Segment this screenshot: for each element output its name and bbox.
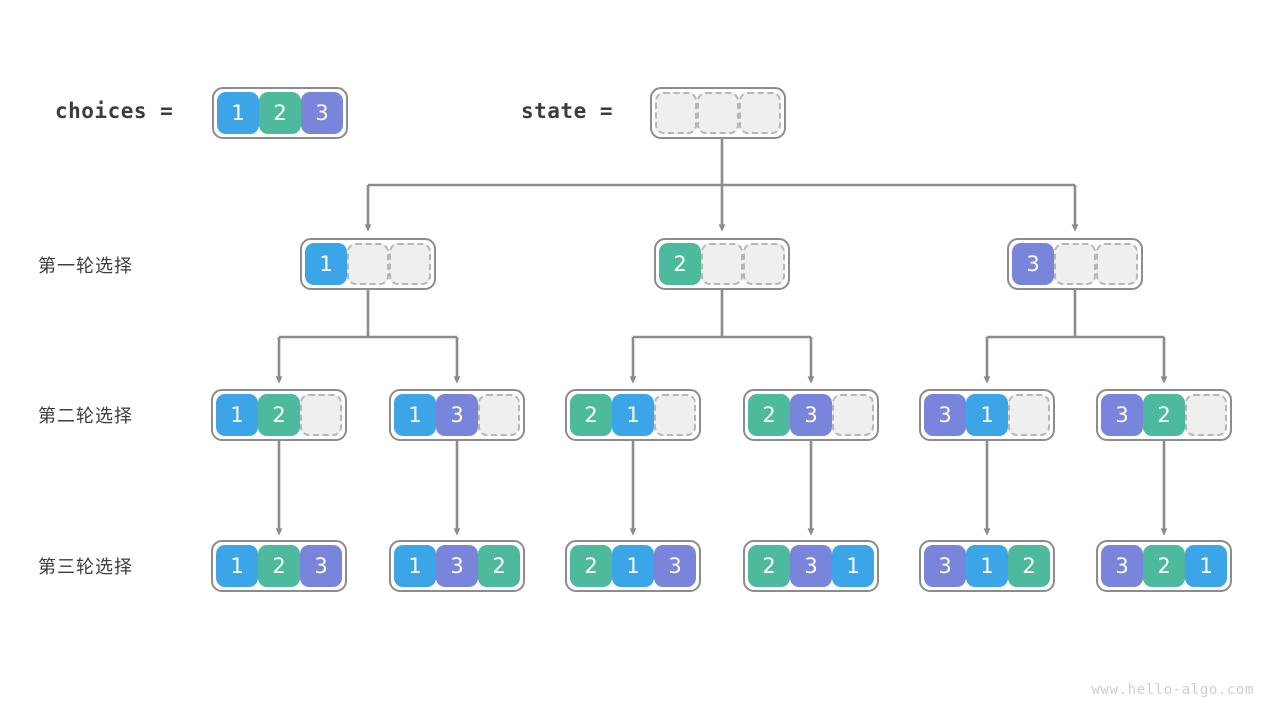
node-round3-5-cell-2: 1 <box>966 545 1008 587</box>
node-round2-6-cell-2: 2 <box>1143 394 1185 436</box>
node-round3-6-cell-3: 1 <box>1185 545 1227 587</box>
node-round3-4-cell-3: 1 <box>832 545 874 587</box>
node-round1-3-cell-2 <box>1054 243 1096 285</box>
choices-cell-1: 1 <box>217 92 259 134</box>
node-round3-2-cell-1: 1 <box>394 545 436 587</box>
node-round2-2-cell-1: 1 <box>394 394 436 436</box>
node-round2-3-cell-3 <box>654 394 696 436</box>
node-round2-6-cell-1: 3 <box>1101 394 1143 436</box>
node-round3-3-cell-1: 2 <box>570 545 612 587</box>
row-label-round3: 第三轮选择 <box>38 557 133 577</box>
node-round2-1-cell-3 <box>300 394 342 436</box>
state-cell-3 <box>739 92 781 134</box>
node-round3-6-cell-1: 3 <box>1101 545 1143 587</box>
node-round1-1-cell-3 <box>389 243 431 285</box>
node-round1-2-cell-1: 2 <box>659 243 701 285</box>
node-round3-1-cell-2: 2 <box>258 545 300 587</box>
node-round1-2: 2 <box>654 238 790 290</box>
node-round3-6-cell-2: 2 <box>1143 545 1185 587</box>
node-round2-6-cell-3 <box>1185 394 1227 436</box>
node-round2-5-cell-1: 3 <box>924 394 966 436</box>
node-round2-1-cell-2: 2 <box>258 394 300 436</box>
node-round1-1-cell-2 <box>347 243 389 285</box>
node-round3-5-cell-1: 3 <box>924 545 966 587</box>
row-label-round2: 第二轮选择 <box>38 406 133 426</box>
row-label-round1: 第一轮选择 <box>38 256 133 276</box>
node-round1-1: 1 <box>300 238 436 290</box>
node-round3-1-cell-1: 1 <box>216 545 258 587</box>
node-round3-4-cell-2: 3 <box>790 545 832 587</box>
node-round3-3-cell-2: 1 <box>612 545 654 587</box>
node-round3-2-cell-3: 2 <box>478 545 520 587</box>
node-round3-4-cell-1: 2 <box>748 545 790 587</box>
node-round2-5-cell-2: 1 <box>966 394 1008 436</box>
watermark: www.hello-algo.com <box>1091 682 1254 698</box>
node-round2-2-cell-2: 3 <box>436 394 478 436</box>
node-round1-1-cell-1: 1 <box>305 243 347 285</box>
node-round2-4-cell-1: 2 <box>748 394 790 436</box>
node-round3-1-cell-3: 3 <box>300 545 342 587</box>
node-round2-1-cell-1: 1 <box>216 394 258 436</box>
node-round1-2-cell-3 <box>743 243 785 285</box>
node-round1-2-cell-2 <box>701 243 743 285</box>
node-round2-5-cell-3 <box>1008 394 1050 436</box>
state-cell-2 <box>697 92 739 134</box>
state-cell-1 <box>655 92 697 134</box>
node-round3-3-cell-3: 3 <box>654 545 696 587</box>
node-round1-3-cell-1: 3 <box>1012 243 1054 285</box>
choices-cell-2: 2 <box>259 92 301 134</box>
node-round3-2-cell-2: 3 <box>436 545 478 587</box>
node-round3-5-cell-3: 2 <box>1008 545 1050 587</box>
node-round2-3-cell-2: 1 <box>612 394 654 436</box>
node-round1-3: 3 <box>1007 238 1143 290</box>
state-array <box>650 87 786 139</box>
choices-cell-3: 3 <box>301 92 343 134</box>
state-label: state = <box>521 99 614 123</box>
node-round1-3-cell-3 <box>1096 243 1138 285</box>
node-round2-4-cell-2: 3 <box>790 394 832 436</box>
node-round2-2-cell-3 <box>478 394 520 436</box>
node-round2-3-cell-1: 2 <box>570 394 612 436</box>
node-round2-4-cell-3 <box>832 394 874 436</box>
choices-label: choices = <box>55 99 174 123</box>
